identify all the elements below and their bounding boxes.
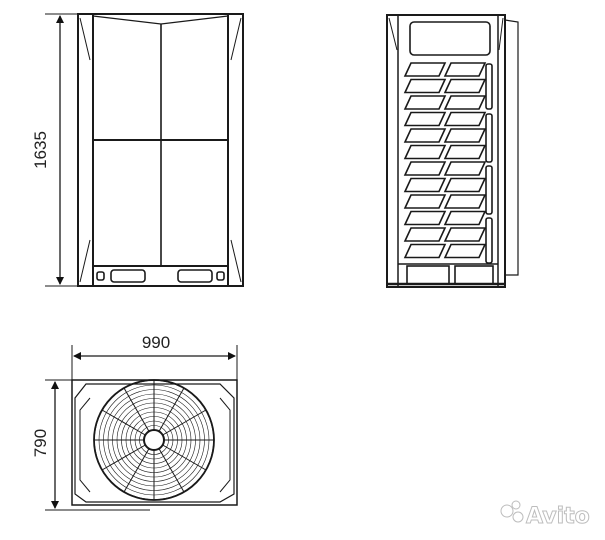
louver [443,128,487,143]
louver [403,62,447,77]
louver [403,210,447,226]
svg-text:Avito: Avito [526,504,590,529]
louver-grid [403,62,487,259]
louver [443,177,487,193]
grille-spoke [162,409,207,436]
louver [443,111,487,127]
top-view [45,345,238,511]
louver [443,210,487,226]
louver [403,243,447,259]
louver [443,62,487,77]
grille-spoke [162,444,207,471]
avito-watermark: Avito [500,500,590,530]
louver [443,78,487,94]
grille-spoke [123,448,150,493]
depth-label: 790 [31,429,50,457]
louver [403,177,447,193]
louver [443,144,487,160]
louver [403,111,447,127]
louver [443,227,487,242]
louver [443,161,487,176]
height-label: 1635 [31,131,50,169]
louver [403,78,447,94]
side-view [386,14,519,288]
louver [403,128,447,143]
louver [403,95,447,110]
louver [443,95,487,110]
louver [403,161,447,176]
fan-grille [94,380,214,500]
grille-spoke [101,444,146,471]
louver [403,227,447,242]
louver [443,194,487,209]
front-view [45,13,244,287]
grille-spoke [123,387,150,432]
louver [403,144,447,160]
width-label: 990 [142,333,170,352]
louver [443,243,487,259]
grille-spoke [158,448,185,493]
louver [403,194,447,209]
grille-spoke [101,409,146,436]
grille-spoke [158,387,185,432]
